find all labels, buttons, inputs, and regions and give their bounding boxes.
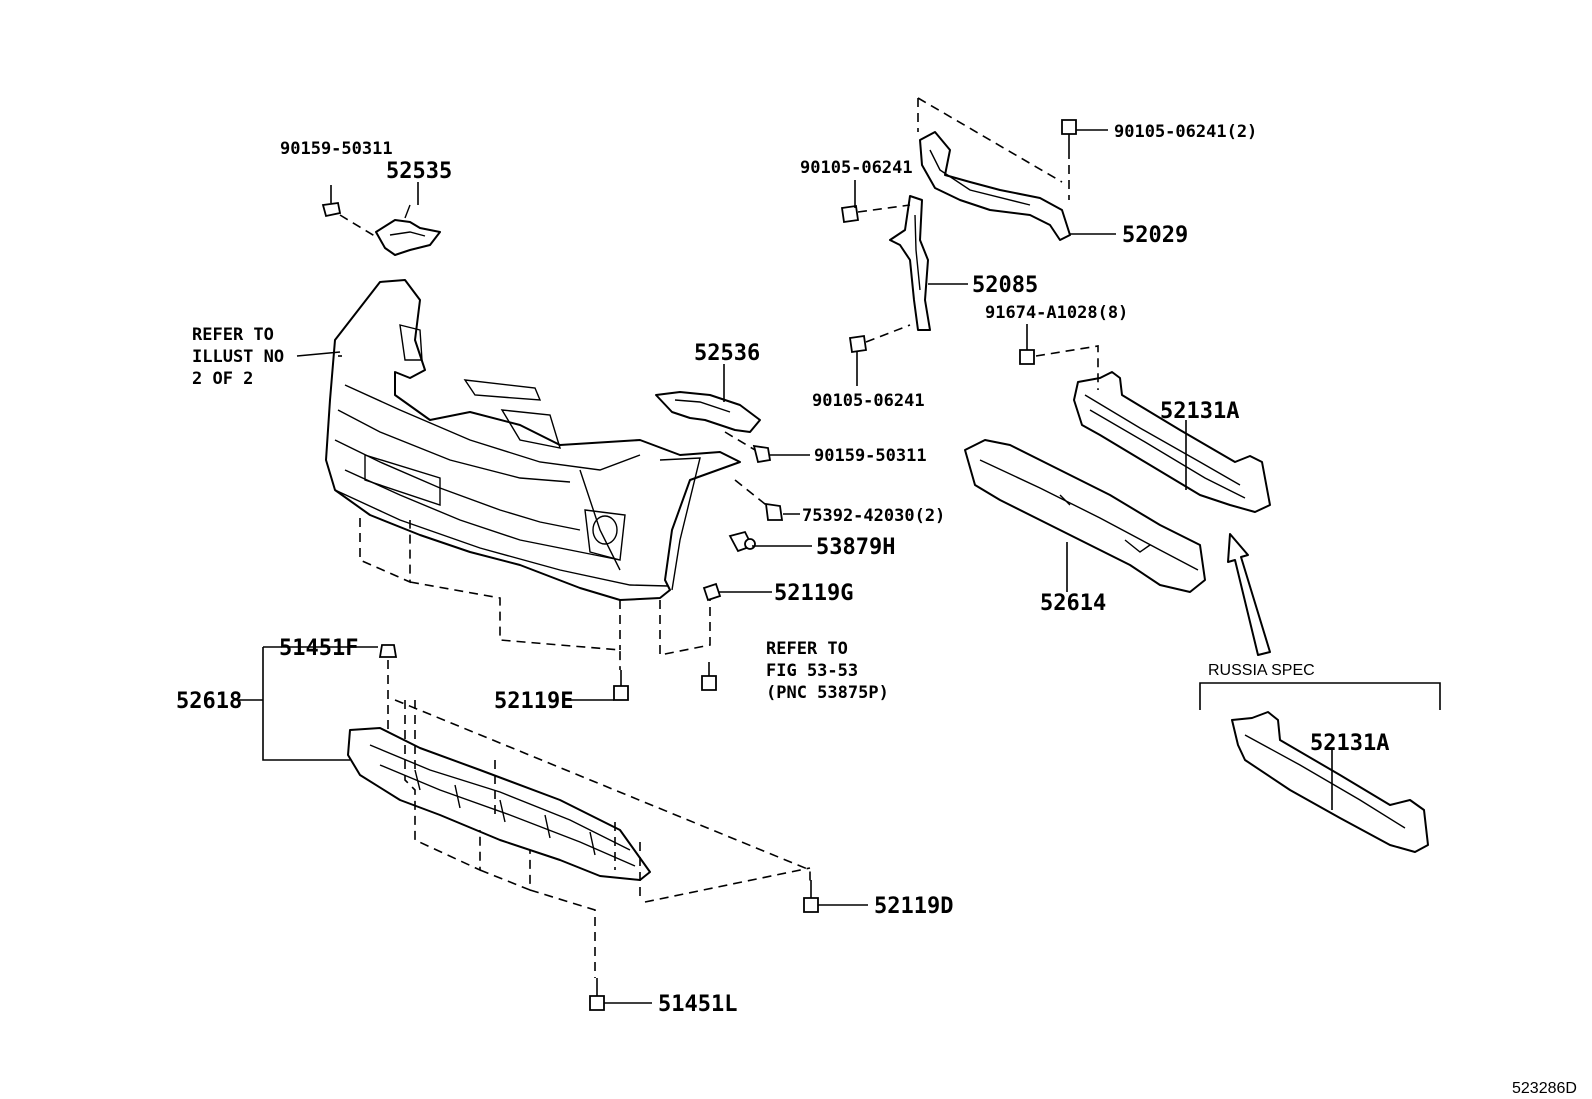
- bumper-reinforcement-52131A[interactable]: [1073, 371, 1271, 513]
- refer-illust-line1: REFER TO: [192, 325, 274, 345]
- bolt-90105-06241-topright[interactable]: [1061, 119, 1077, 150]
- clip-51451F[interactable]: [378, 644, 398, 658]
- label-52614: 52614: [1040, 591, 1106, 616]
- bolt-90105-06241-lower[interactable]: [848, 334, 868, 354]
- refer-illust-line2: ILLUST NO: [192, 347, 284, 367]
- bumper-reinforcement-52131A-russia[interactable]: [1231, 711, 1429, 853]
- bolt-53875P-reference[interactable]: [701, 662, 717, 691]
- label-52536: 52536: [694, 341, 760, 366]
- bolt-52119E[interactable]: [613, 670, 629, 701]
- label-51451F: 51451F: [279, 636, 358, 661]
- bolt-52119D[interactable]: [803, 880, 819, 913]
- label-51451L: 51451L: [658, 992, 737, 1017]
- label-90105-06241-upper: 90105-06241: [800, 158, 913, 178]
- label-53879H: 53879H: [816, 535, 895, 560]
- label-52131A-russia: 52131A: [1310, 731, 1389, 756]
- russia-spec-bracket: [1199, 682, 1441, 710]
- label-90159-50311-mid: 90159-50311: [814, 446, 927, 466]
- support-bracket-52029[interactable]: [919, 131, 1071, 241]
- refer-fig-line1: REFER TO: [766, 639, 848, 659]
- engine-under-cover-52618[interactable]: [347, 727, 651, 881]
- direction-arrow: [1227, 533, 1271, 656]
- label-90105-06241-lower: 90105-06241: [812, 391, 925, 411]
- refer-fig-line2: FIG 53-53: [766, 661, 858, 681]
- label-52131A-main: 52131A: [1160, 399, 1239, 424]
- front-bumper-cover[interactable]: [325, 279, 741, 601]
- label-52029: 52029: [1122, 223, 1188, 248]
- bumper-bracket-52535[interactable]: [375, 204, 441, 256]
- bolt-91674-A1028[interactable]: [1019, 349, 1035, 365]
- label-90159-50311-top: 90159-50311: [280, 139, 393, 159]
- label-91674-A1028: 91674-A1028(8): [985, 303, 1128, 323]
- figure-id: 523286D: [1512, 1080, 1577, 1097]
- clip-52119G[interactable]: [702, 582, 722, 602]
- bolt-51451L[interactable]: [589, 978, 605, 1011]
- bumper-energy-absorber-52614[interactable]: [964, 439, 1206, 593]
- label-52119D: 52119D: [874, 894, 953, 919]
- screw-75392-42030[interactable]: [764, 502, 784, 521]
- label-75392-42030: 75392-42030(2): [802, 506, 945, 526]
- clip-90159-50311-top[interactable]: [321, 185, 342, 218]
- label-90105-06241-topright: 90105-06241(2): [1114, 122, 1257, 142]
- clip-90159-50311-mid[interactable]: [752, 444, 772, 464]
- label-52119G: 52119G: [774, 581, 853, 606]
- label-52535: 52535: [386, 159, 452, 184]
- support-bracket-52085[interactable]: [889, 195, 931, 331]
- label-52119E: 52119E: [494, 689, 573, 714]
- bolt-90105-06241-upper[interactable]: [840, 204, 860, 224]
- nut-53879H[interactable]: [728, 530, 756, 553]
- russia-spec-label: RUSSIA SPEC: [1208, 662, 1315, 679]
- refer-illust-line3: 2 OF 2: [192, 369, 253, 389]
- label-52085: 52085: [972, 273, 1038, 298]
- label-52618: 52618: [176, 689, 242, 714]
- bumper-bracket-52536[interactable]: [655, 391, 761, 433]
- refer-fig-line3: (PNC 53875P): [766, 683, 889, 703]
